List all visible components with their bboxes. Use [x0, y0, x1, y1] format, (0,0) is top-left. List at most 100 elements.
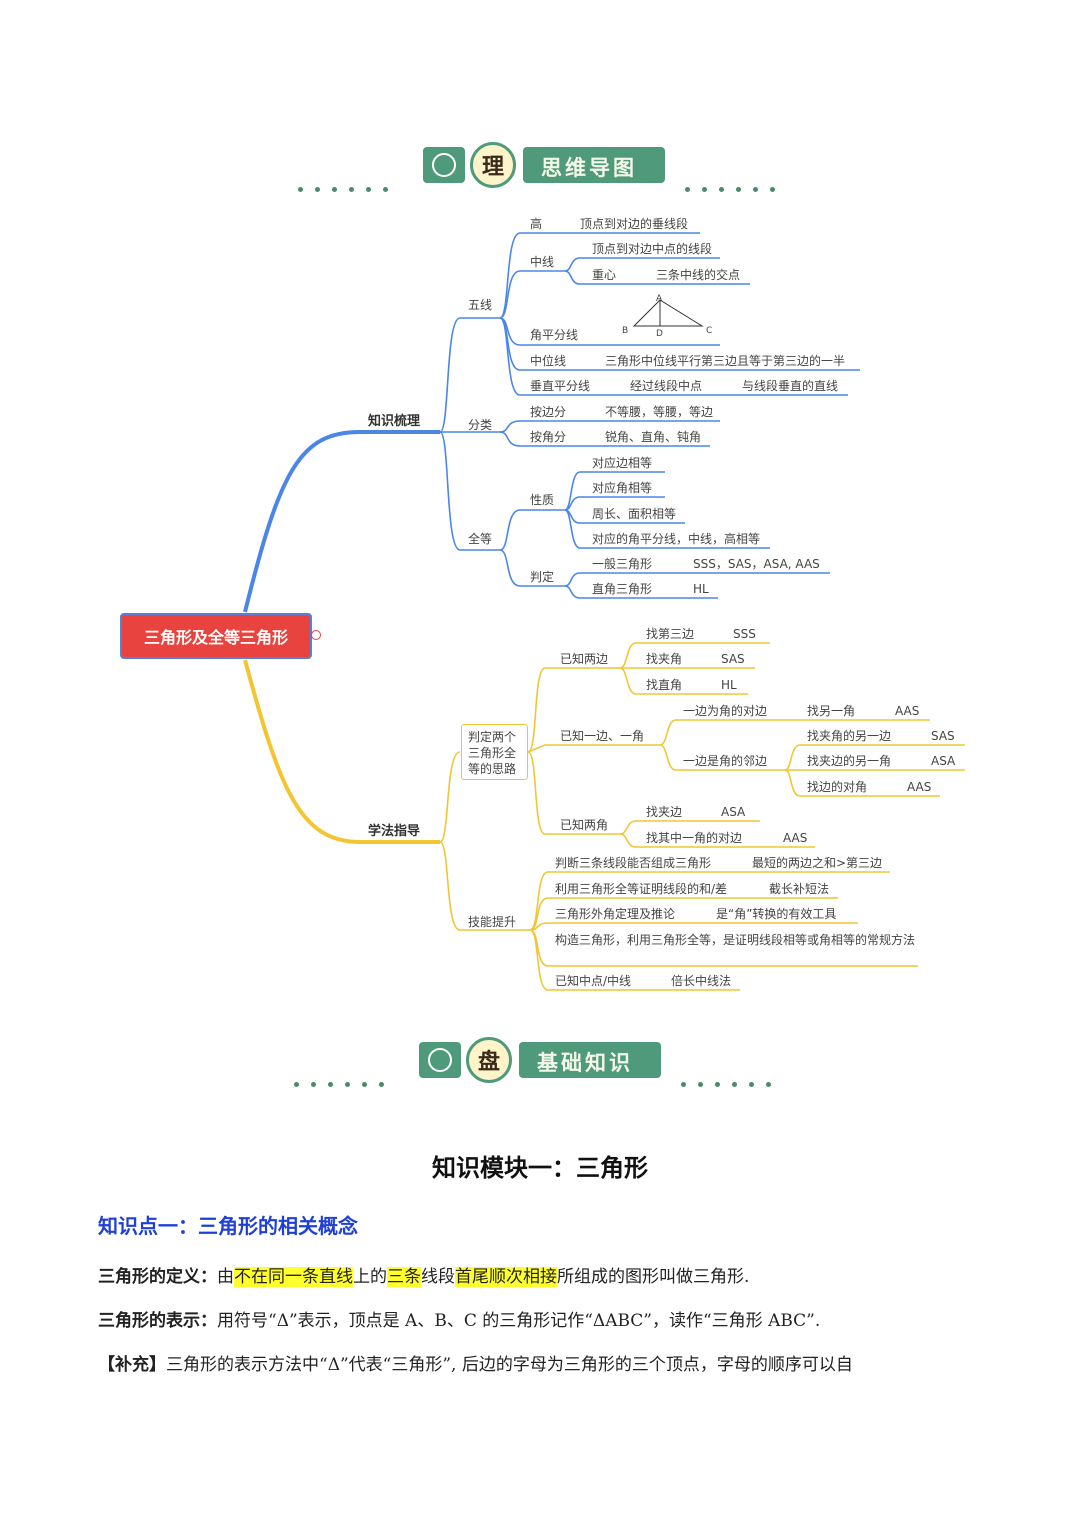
banner-badge: 盘 — [466, 1037, 512, 1083]
supplement-label: 【补充】 — [98, 1355, 166, 1375]
node-linbian-item: 找边的对角 — [807, 780, 868, 794]
triangle-label-a: A — [656, 294, 663, 304]
representation-paragraph: 三角形的表示：用符号“Δ”表示，顶点是 A、B、C 的三角形记作“ΔABC”，读… — [98, 1306, 820, 1331]
node-jineng-val: 倍长中线法 — [671, 974, 732, 988]
node-xingzhi-item: 对应的角平分线，中线，高相等 — [592, 532, 761, 546]
node-duibian[interactable]: 一边为角的对边 — [683, 704, 768, 718]
node-xingzhi[interactable]: 性质 — [530, 493, 555, 507]
module-title: 知识模块一：三角形 — [432, 1153, 648, 1182]
definition-text: 线段 — [421, 1267, 455, 1287]
mindmap-root[interactable]: 三角形及全等三角形 — [120, 613, 312, 659]
node-jineng[interactable]: 技能提升 — [468, 915, 517, 929]
node-zhongxian[interactable]: 中线 — [530, 255, 555, 269]
node-jineng-item: 构造三角形，利用三角形全等，是证明线段相等或角相等的常规方法 — [555, 933, 916, 947]
branch-method[interactable]: 学法指导 — [368, 824, 421, 839]
node-right-desc: HL — [693, 582, 709, 596]
supplement-text: 三角形的表示方法中“Δ”代表“三角形”, 后边的字母为三角形的三个顶点，字母的顺… — [166, 1355, 853, 1375]
node-gao[interactable]: 高 — [530, 217, 543, 231]
point-title: 知识点一：三角形的相关概念 — [98, 1214, 358, 1238]
banner-title-pill — [523, 147, 665, 183]
supplement-paragraph: 【补充】三角形的表示方法中“Δ”代表“三角形”, 后边的字母为三角形的三个顶点，… — [98, 1350, 853, 1375]
definition-label: 三角形的定义： — [98, 1267, 217, 1287]
node-chuizhi[interactable]: 垂直平分线 — [530, 379, 591, 393]
node-jineng-val: 截长补短法 — [769, 882, 830, 896]
definition-text: 所组成的图形叫做三角形. — [557, 1267, 750, 1287]
collapse-icon[interactable] — [311, 630, 321, 640]
node-liangbian-item: 找直角 — [646, 678, 683, 692]
node-sikao[interactable]: 判定两个三角形全等的思路 — [461, 724, 528, 780]
node-liangjiao-item: 找其中一角的对边 — [646, 831, 743, 845]
banner-title: 基础知识 — [537, 1051, 633, 1075]
target-icon — [428, 1048, 452, 1072]
triangle-label-c: C — [706, 326, 713, 336]
node-jineng-item: 三角形外角定理及推论 — [555, 907, 676, 921]
definition-text: 由 — [217, 1267, 234, 1287]
node-zhongxin-desc: 三条中线的交点 — [656, 268, 741, 282]
node-liangbian-item: 找夹角 — [646, 652, 683, 666]
node-duibian-item: 找另一角 — [807, 704, 856, 718]
node-xingzhi-item: 对应角相等 — [592, 481, 653, 495]
decorative-dots-right — [685, 177, 787, 192]
node-liangbian-val: HL — [721, 678, 737, 692]
branch-knowledge[interactable]: 知识梳理 — [368, 414, 421, 429]
decorative-dots-left — [294, 1072, 396, 1087]
decorative-dots-right — [681, 1072, 783, 1087]
node-linbian[interactable]: 一边是角的邻边 — [683, 754, 768, 768]
node-jineng-val: 最短的两边之和>第三边 — [752, 856, 883, 870]
triangle-label-b: B — [622, 326, 629, 336]
definition-paragraph: 三角形的定义：由不在同一条直线上的三条线段首尾顺次相接所组成的图形叫做三角形. — [98, 1262, 749, 1287]
node-jineng-item: 判断三条线段能否组成三角形 — [555, 856, 712, 870]
node-wuxian[interactable]: 五线 — [468, 298, 493, 312]
node-linbian-item: 找夹角的另一边 — [807, 729, 892, 743]
node-panding[interactable]: 判定 — [530, 570, 555, 584]
node-liangjiao-item: 找夹边 — [646, 805, 683, 819]
node-jineng-item: 已知中点/中线 — [555, 974, 632, 988]
decorative-dots-left — [298, 177, 400, 192]
node-gao-desc: 顶点到对边的垂线段 — [580, 217, 689, 231]
definition-text: 上的 — [353, 1267, 387, 1287]
node-jineng-val: 是“角”转换的有效工具 — [716, 907, 837, 921]
representation-text: 用符号“Δ”表示，顶点是 A、B、C 的三角形记作“ΔABC”，读作“三角形 A… — [217, 1311, 821, 1331]
node-xingzhi-item: 对应边相等 — [592, 456, 653, 470]
node-general-desc: SSS，SAS，ASA, AAS — [693, 557, 820, 571]
node-chuizhi-desc1: 经过线段中点 — [630, 379, 703, 393]
node-linbian-val: SAS — [931, 729, 955, 743]
node-duibian-val: AAS — [895, 704, 920, 718]
node-zhongxin[interactable]: 重心 — [592, 268, 617, 282]
highlight-text: 不在同一条直线 — [234, 1267, 353, 1287]
node-general-triangle[interactable]: 一般三角形 — [592, 557, 653, 571]
triangle-label-d: D — [656, 329, 663, 339]
node-xingzhi-item: 周长、面积相等 — [592, 507, 677, 521]
node-linbian-val: AAS — [907, 780, 932, 794]
node-anjiao-desc: 锐角、直角、钝角 — [605, 430, 702, 444]
target-icon — [432, 153, 456, 177]
banner-title-pill — [519, 1042, 661, 1078]
banner-badge: 理 — [470, 142, 516, 188]
node-quandeng[interactable]: 全等 — [468, 532, 493, 546]
node-jiaopingfen[interactable]: 角平分线 — [530, 328, 579, 342]
node-linbian-item: 找夹边的另一角 — [807, 754, 892, 768]
banner-title: 思维导图 — [541, 156, 637, 180]
node-liangbian-val: SSS — [733, 627, 756, 641]
node-fenlei[interactable]: 分类 — [468, 418, 493, 432]
node-anbian[interactable]: 按边分 — [530, 405, 567, 419]
node-anjiao[interactable]: 按角分 — [530, 430, 567, 444]
node-liangbian[interactable]: 已知两边 — [560, 652, 609, 666]
highlight-text: 首尾顺次相接 — [455, 1267, 557, 1287]
node-liangjiao[interactable]: 已知两角 — [560, 818, 609, 832]
node-linbian-val: ASA — [931, 754, 956, 768]
representation-label: 三角形的表示： — [98, 1311, 217, 1331]
node-zhongweixian-desc: 三角形中位线平行第三边且等于第三边的一半 — [605, 354, 846, 368]
node-right-triangle[interactable]: 直角三角形 — [592, 582, 653, 596]
node-yibianyijiao[interactable]: 已知一边、一角 — [560, 729, 645, 743]
mindmap-connectors — [243, 232, 965, 991]
highlight-text: 三条 — [387, 1267, 421, 1287]
node-liangjiao-val: AAS — [783, 831, 808, 845]
node-chuizhi-desc2: 与线段垂直的直线 — [742, 379, 839, 393]
node-liangbian-val: SAS — [721, 652, 745, 666]
node-zhongweixian[interactable]: 中位线 — [530, 354, 567, 368]
node-jineng-item: 利用三角形全等证明线段的和/差 — [555, 882, 728, 896]
node-zhongxian-desc: 顶点到对边中点的线段 — [592, 242, 713, 256]
node-liangbian-item: 找第三边 — [646, 627, 695, 641]
node-anbian-desc: 不等腰，等腰，等边 — [605, 405, 714, 419]
